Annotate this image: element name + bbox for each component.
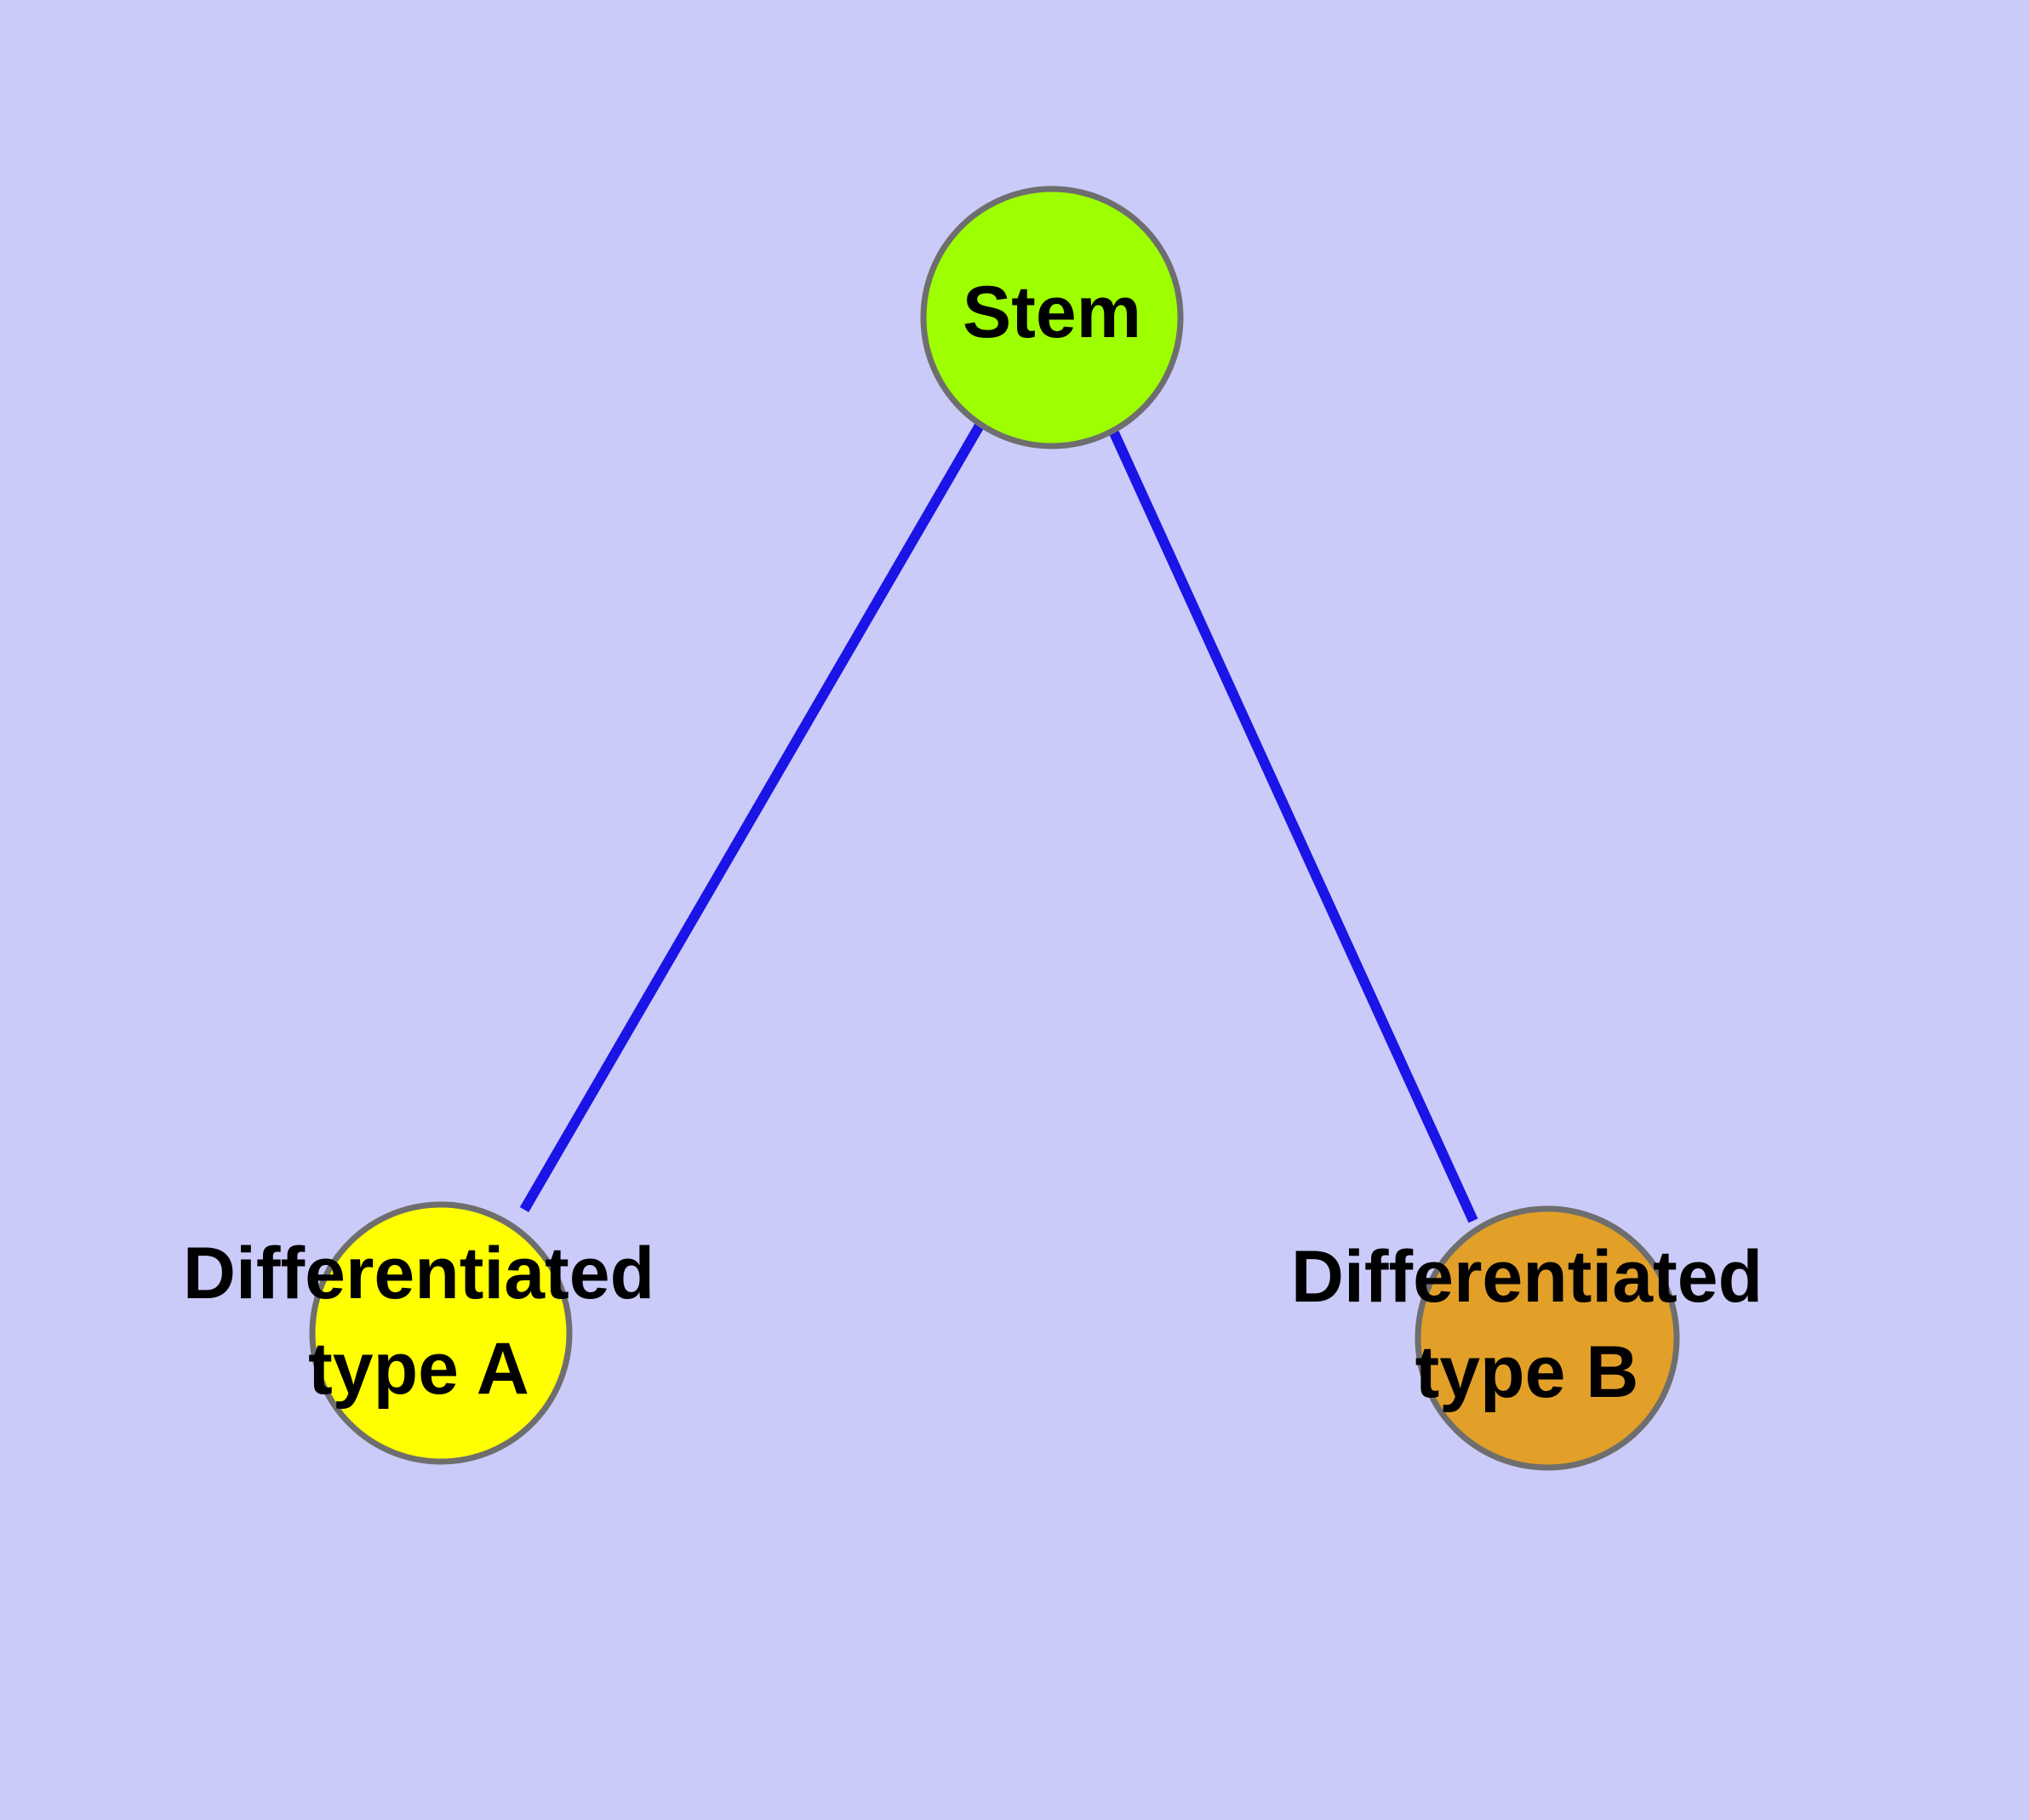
edge-stem-to-diff-b[interactable]: [1107, 426, 1478, 1223]
edges-layer: [519, 421, 1478, 1223]
node-label-line: Differentiated: [183, 1233, 654, 1314]
node-diff-b-label: Differentiated type B: [1291, 1236, 1763, 1413]
node-stem-label: Stem: [963, 272, 1141, 353]
node-label-line: Differentiated: [1291, 1236, 1763, 1318]
labels-layer: Stem Differentiated type A Differentiated…: [183, 272, 1763, 1413]
nodes-layer: [309, 186, 1680, 1471]
node-label-line: type A: [308, 1328, 529, 1410]
edge-stem-to-diff-a[interactable]: [519, 421, 986, 1213]
node-label-line: Stem: [963, 272, 1141, 353]
node-stem-circle[interactable]: [920, 186, 1184, 449]
node-diff-a-circle[interactable]: [309, 1201, 573, 1465]
node-diff-a-label: Differentiated type A: [183, 1233, 654, 1410]
node-diff-b-circle[interactable]: [1415, 1205, 1680, 1471]
node-label-line: type B: [1415, 1331, 1639, 1413]
